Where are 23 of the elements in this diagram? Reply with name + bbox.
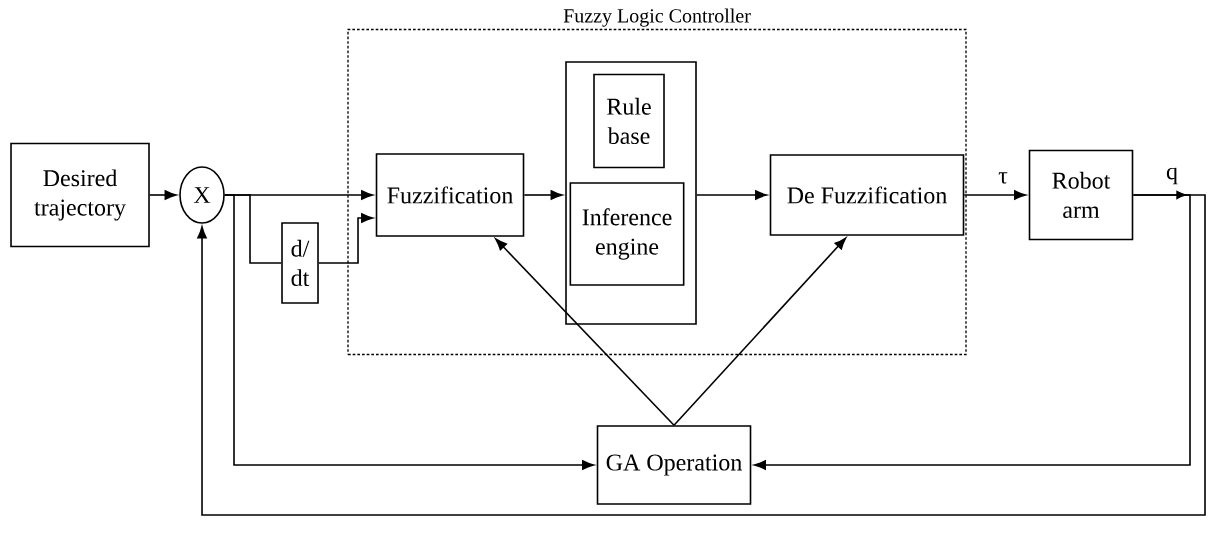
process-box: Robot arm	[1028, 149, 1134, 241]
process-box: GA Operation	[596, 425, 752, 505]
process-box: Inference engine	[569, 182, 685, 286]
process-box: d/ dt	[281, 222, 319, 304]
arrow	[224, 194, 595, 470]
process-box: Fuzzification	[375, 153, 525, 237]
process-box: De Fuzzification	[769, 154, 965, 236]
arrow	[753, 190, 1191, 470]
edge-label: q	[1164, 166, 1180, 186]
arrow	[696, 190, 768, 200]
frame-title: Fuzzy Logic Controller	[563, 8, 751, 27]
process-box: Desired trajectory	[10, 142, 150, 248]
arrow	[963, 190, 1027, 200]
arrow	[149, 190, 177, 200]
process-box: Rule base	[593, 73, 665, 169]
arrow	[523, 190, 563, 200]
group-box	[565, 61, 697, 325]
arrow	[495, 238, 675, 426]
arrow	[318, 213, 374, 264]
summing-junction: X	[179, 166, 225, 224]
arrow	[673, 237, 847, 426]
arrow	[197, 194, 1206, 516]
edge-label: τ	[996, 171, 1010, 185]
